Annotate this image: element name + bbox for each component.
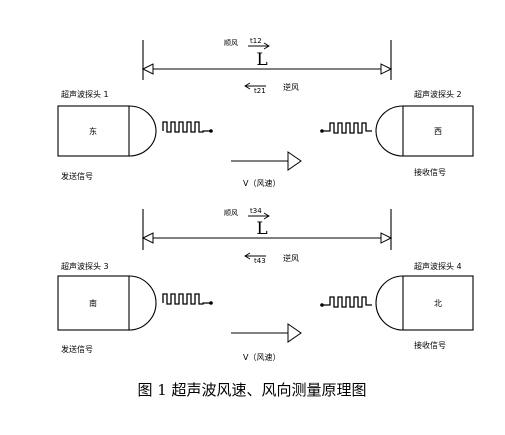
- probe-2-role: 接收信号: [414, 167, 446, 177]
- upwind-time: t43: [254, 257, 266, 265]
- probe-pair-east-west: L 顺风 t12 t21 逆风 超声波探头 1 东 发送信号 超声波探头 2: [57, 37, 474, 188]
- probe-4-housing: [375, 275, 474, 331]
- wind-velocity-label: V（风速）: [243, 353, 280, 362]
- probe-4-title: 超声波探头 4: [414, 261, 462, 271]
- probe-4-ultrasonic-wave: [322, 296, 372, 308]
- downwind-time: t12: [250, 37, 262, 45]
- probe-3-wave-dot: [209, 301, 213, 305]
- upwind-label: 逆风: [283, 253, 299, 263]
- probe-2-housing: [375, 105, 474, 157]
- figure-caption: 图 1 超声波风速、风向测量原理图: [137, 381, 366, 399]
- probe-3-title: 超声波探头 3: [61, 261, 109, 271]
- probe-1-direction: 东: [89, 126, 97, 136]
- probe-1-title: 超声波探头 1: [61, 89, 109, 99]
- probe-1-housing: [57, 105, 157, 157]
- probe-pair-south-north: L 顺风 t34 t43 逆风 超声波探头 3 南 发送信号 超声波探头 4 北: [57, 207, 474, 362]
- upwind-label: 逆风: [283, 82, 299, 92]
- downwind-arrow: [248, 212, 270, 220]
- probe-3-housing: [57, 275, 157, 331]
- probe-1-ultrasonic-wave: [162, 121, 211, 133]
- distance-label: L: [256, 50, 267, 70]
- distance-dimension-line: [141, 63, 393, 75]
- upwind-time: t21: [254, 87, 266, 95]
- probe-3-ultrasonic-wave: [162, 293, 211, 305]
- downwind-time: t34: [250, 207, 262, 215]
- probe-2-direction: 西: [434, 127, 442, 136]
- wind-velocity-arrow: [231, 323, 302, 343]
- upwind-arrow: [244, 82, 266, 90]
- distance-dimension-line: [141, 232, 393, 244]
- probe-1-role: 发送信号: [61, 171, 93, 181]
- distance-label: L: [256, 219, 267, 239]
- upwind-arrow: [244, 252, 266, 260]
- probe-3-role: 发送信号: [61, 344, 93, 354]
- probe-1-wave-dot: [209, 129, 213, 133]
- probe-3-direction: 南: [89, 298, 97, 308]
- probe-2-title: 超声波探头 2: [414, 89, 462, 99]
- downwind-arrow: [248, 42, 270, 50]
- probe-4-direction: 北: [434, 299, 442, 308]
- probe-2-ultrasonic-wave: [322, 122, 372, 134]
- wind-velocity-label: V（风速）: [243, 179, 280, 188]
- wind-velocity-arrow: [231, 151, 302, 171]
- probe-4-role: 接收信号: [414, 340, 446, 350]
- downwind-label: 顺风: [224, 209, 238, 217]
- downwind-label: 顺风: [224, 39, 238, 47]
